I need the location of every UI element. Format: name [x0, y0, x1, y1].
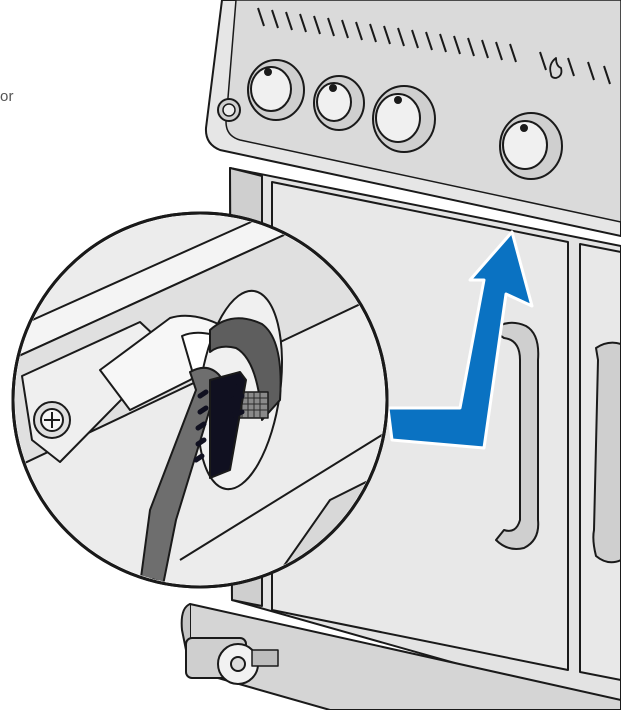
control-knob-1	[247, 59, 305, 121]
door-handle-left	[491, 321, 540, 550]
control-knob-3	[372, 85, 436, 153]
control-knob-4	[499, 112, 563, 180]
brush-head	[193, 371, 247, 479]
control-knob-2	[313, 75, 365, 131]
door-handle-right	[592, 341, 621, 564]
zoom-inset	[11, 211, 389, 589]
caption-text: or	[0, 88, 14, 105]
up-arrow-icon	[386, 230, 534, 450]
caster-wheel	[185, 637, 279, 685]
screw-icon	[33, 401, 71, 439]
flame-icon	[549, 57, 563, 79]
vent-slots	[257, 7, 611, 85]
